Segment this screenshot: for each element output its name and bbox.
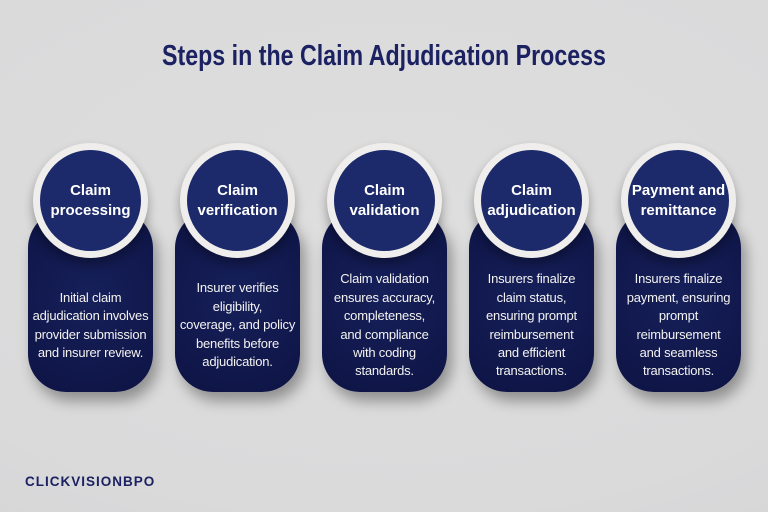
step-title: Payment and remittance: [631, 182, 726, 219]
step-description: Claim validation ensures accuracy, compl…: [333, 271, 436, 379]
step-description-container: Claim validation ensures accuracy, compl…: [322, 265, 447, 386]
step-description: Insurer verifies eligibility, coverage, …: [179, 280, 296, 370]
step-description-container: Insurer verifies eligibility, coverage, …: [175, 265, 300, 386]
clickvisionbpo-logo: CLICKVISIONBPO: [25, 474, 156, 489]
step-title: Claim validation: [349, 182, 420, 219]
step-title: Claim verification: [197, 182, 278, 219]
step-description-container: Insurers finalize claim status, ensuring…: [469, 265, 594, 386]
step-card-claim-validation: Claim validation Claim validation ensure…: [322, 143, 447, 392]
step-description: Insurers finalize payment, ensuring prom…: [626, 271, 731, 379]
step-circle: Payment and remittance: [621, 143, 736, 258]
step-description-container: Insurers finalize payment, ensuring prom…: [616, 265, 741, 386]
step-description: Initial claim adjudication involves prov…: [32, 289, 149, 360]
steps-row: Claim processing Initial claim adjudicat…: [28, 143, 741, 392]
page-title: Steps in the Claim Adjudication Process: [162, 40, 606, 72]
step-card-claim-adjudication: Claim adjudication Insurers finalize cla…: [469, 143, 594, 392]
step-circle: Claim adjudication: [474, 143, 589, 258]
step-card-claim-verification: Claim verification Insurer verifies elig…: [175, 143, 300, 392]
step-card-claim-processing: Claim processing Initial claim adjudicat…: [28, 143, 153, 392]
step-circle: Claim verification: [180, 143, 295, 258]
step-circle: Claim validation: [327, 143, 442, 258]
step-description: Insurers finalize claim status, ensuring…: [486, 271, 577, 379]
step-title: Claim processing: [50, 182, 131, 219]
step-circle: Claim processing: [33, 143, 148, 258]
step-title: Claim adjudication: [487, 182, 576, 219]
step-card-payment-remittance: Payment and remittance Insurers finalize…: [616, 143, 741, 392]
step-description-container: Initial claim adjudication involves prov…: [28, 265, 153, 386]
